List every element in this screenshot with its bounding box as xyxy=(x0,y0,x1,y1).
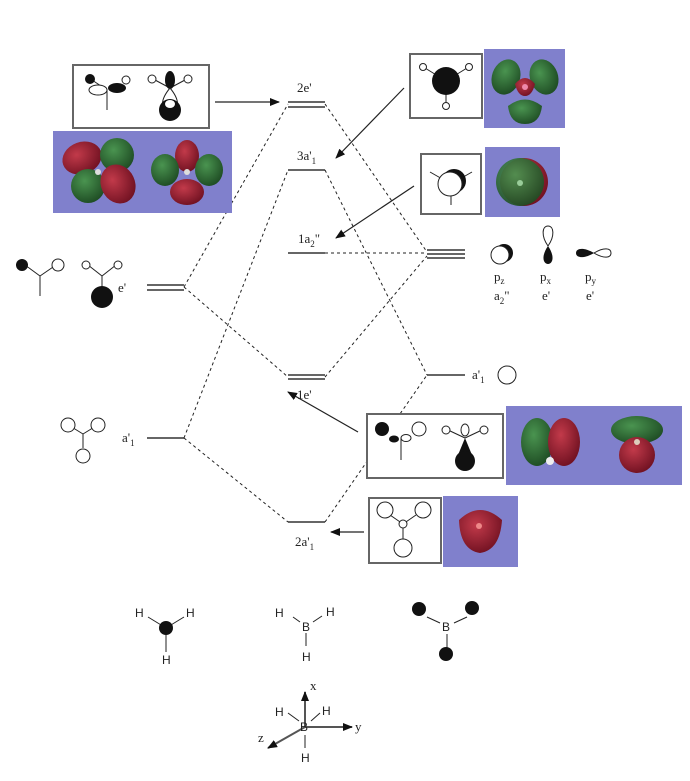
svg-text:H: H xyxy=(135,606,144,620)
2e-prime-lcao-2-icon xyxy=(147,71,193,121)
arrow-to-3a1 xyxy=(335,87,405,159)
1e-prime-lcao-2-icon xyxy=(441,423,489,471)
mo-2e-prime-level xyxy=(288,101,325,108)
px-label: px xyxy=(540,269,552,286)
svg-text:H: H xyxy=(322,704,331,718)
z-axis-arrow xyxy=(267,726,306,749)
2e-prime-lcao-1-icon xyxy=(85,74,131,110)
arrow-to-1a2 xyxy=(335,185,415,239)
mo-1a2-label: 1a2" xyxy=(298,231,320,249)
px-symmetry-label: e' xyxy=(542,288,550,303)
correlation-lines xyxy=(183,103,428,523)
1e-prime-lcao-box xyxy=(366,413,504,479)
1e-prime-lcao-1-icon xyxy=(375,421,427,460)
svg-text:H: H xyxy=(162,653,171,667)
svg-text:y: y xyxy=(355,719,362,734)
2e-prime-mo-lobes-1 xyxy=(62,138,136,204)
mo-1e-prime-level xyxy=(288,374,325,380)
py-label: py xyxy=(585,269,597,286)
svg-text:H: H xyxy=(275,705,284,719)
2e-prime-mo-lobes-2 xyxy=(151,140,223,205)
1a2-mo-lobes xyxy=(496,158,548,206)
h3-e-prime-orbital-1-icon xyxy=(16,258,65,296)
left-a1-label: a'1 xyxy=(122,430,135,448)
2e-prime-lcao-box xyxy=(72,64,210,129)
svg-text:B: B xyxy=(300,720,308,734)
svg-text:H: H xyxy=(326,605,335,619)
py-symmetry-label: e' xyxy=(586,288,594,303)
1e-prime-mo-lobes-1 xyxy=(521,418,580,466)
arrow-to-1e-prime xyxy=(287,391,359,433)
svg-text:B: B xyxy=(442,620,450,634)
2a1-mo-lobes xyxy=(459,510,502,553)
py-orbital-icon xyxy=(576,248,612,258)
h3-fragment-structure: H H H xyxy=(135,606,195,667)
svg-text:H: H xyxy=(301,751,310,765)
left-e-prime-label: e' xyxy=(118,280,126,295)
mo-2a1-label: 2a'1 xyxy=(295,534,314,552)
svg-text:B: B xyxy=(302,620,310,634)
svg-text:H: H xyxy=(275,606,284,620)
boron-s-orbital-icon xyxy=(497,365,517,385)
h3-a1-orbital-icon xyxy=(60,417,106,464)
left-e-prime-level xyxy=(147,284,184,291)
mo-3a1-label: 3a'1 xyxy=(297,148,316,166)
pz-symmetry-label: a2" xyxy=(494,288,510,306)
1a2-lcao-icon xyxy=(429,169,473,205)
pz-label: pz xyxy=(494,269,505,286)
svg-text:H: H xyxy=(186,606,195,620)
coordinate-axes: H B H H x y z xyxy=(258,678,362,765)
svg-text:x: x xyxy=(310,678,317,693)
1e-prime-mo-lobes-2 xyxy=(611,416,663,473)
b-fragment-structure: B xyxy=(412,601,479,661)
h3-e-prime-orbital-2-icon xyxy=(81,260,123,308)
svg-text:H: H xyxy=(302,650,311,664)
boron-p-levels xyxy=(427,249,465,259)
3a1-mo-lobes xyxy=(491,59,559,124)
pz-orbital-icon xyxy=(490,244,513,265)
mo-2e-prime-label: 2e' xyxy=(297,80,312,95)
px-orbital-icon xyxy=(542,225,554,264)
2a1-lcao-icon xyxy=(376,501,432,558)
boron-s-label: a'1 xyxy=(472,367,485,385)
3a1-lcao-icon xyxy=(419,63,473,110)
svg-text:z: z xyxy=(258,730,264,745)
bh3-structure: H B H H xyxy=(275,605,335,664)
mo-1e-prime-label: 1e' xyxy=(297,387,312,402)
